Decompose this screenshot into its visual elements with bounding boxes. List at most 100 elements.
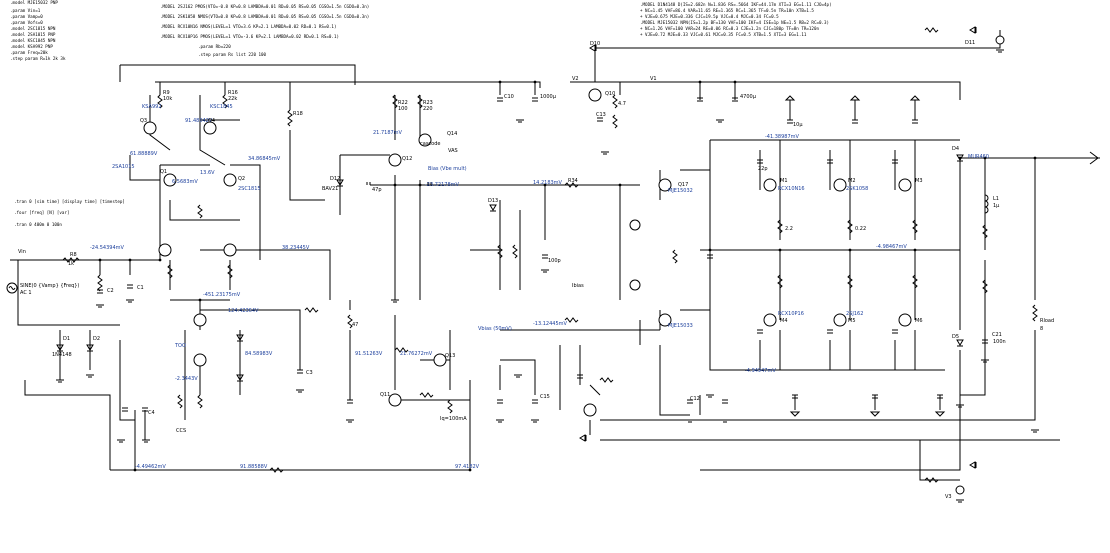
header-line: .param Freq=20k [10, 50, 48, 55]
vin-sine-label: SINE(0 {Vamp} {Freq}) [20, 283, 79, 289]
supply-sources [955, 35, 1005, 495]
node-voltage: 91.48042V [185, 118, 213, 124]
part-value: MUR460 [968, 154, 989, 160]
designator: R23 [423, 100, 433, 106]
designator: D1 [63, 336, 70, 342]
right-header-line: .MODEL MJE15032 NPN(IS=1.2p BF=130 VAF=1… [640, 20, 829, 25]
node-voltage: -2.3443V [175, 376, 198, 382]
part-value: 1000µ [540, 94, 557, 100]
designator: Q3 [140, 118, 147, 124]
directive: .tran 0 400m 0 100n [14, 222, 62, 227]
right-header-line: + VJE=0.675 MJE=0.336 CJC=19.5p VJC=0.4 … [640, 14, 779, 19]
wires-output-stage [600, 100, 1100, 481]
part-value: 22p [758, 166, 768, 172]
transistors [143, 88, 912, 417]
node-voltage-labels: 61.88889V 13.6V 34.86845mV 91.48042V 6.5… [90, 118, 907, 470]
part-value: MJE15032 [668, 188, 693, 194]
part-value: 22k [228, 96, 237, 102]
header-line: .model 2SC1815 NPN [10, 26, 56, 31]
header-line: .param Vamp=0 [10, 14, 43, 19]
part-value: 2SK1058 [846, 186, 868, 192]
designator: D11 [965, 40, 975, 46]
right-header-line: + VJE=0.72 MJE=0.33 VJC=0.61 MJC=0.35 FC… [640, 32, 807, 37]
node-voltage: 13.6V [200, 170, 215, 176]
node-voltage: -4.94947mV [745, 368, 776, 374]
header-line: .param Vin=1 [10, 8, 41, 13]
node-voltage: -13.12445mV [533, 321, 568, 327]
header-line: .param Vofs=0 [10, 20, 43, 25]
node-voltage: -23.72178mV [425, 182, 460, 188]
node-voltage: 34.86845mV [248, 156, 281, 162]
designator: C2 [107, 288, 114, 294]
header-line: .model KSC1845 NPN [10, 38, 56, 43]
designator: M2 [848, 178, 856, 184]
designator: Q17 [678, 182, 688, 188]
node-voltage: -4.49462mV [135, 464, 166, 470]
designator: D13 [488, 198, 498, 204]
designator: C13 [596, 112, 606, 118]
designator: Q11 [380, 392, 390, 398]
part-value: KSC1845 [210, 104, 233, 110]
designator: V2 [572, 76, 579, 82]
part-value: BAV21 [322, 186, 338, 192]
designator: M5 [848, 318, 856, 324]
node-voltage: 14.2183mV [533, 180, 563, 186]
designator: D4 [952, 146, 959, 152]
note: cascode [420, 141, 440, 147]
vin-source[interactable] [6, 282, 18, 294]
part-value: 1µ [993, 203, 1000, 209]
node-voltage: 21.76272mV [400, 351, 433, 357]
part-value: 2SJ162 [846, 311, 863, 317]
header-line: .model 2SA1015 PNP [10, 32, 56, 37]
resistors [62, 27, 1038, 483]
param-line: .param Rb=220 [198, 44, 231, 49]
note: Ibias [572, 283, 584, 289]
note: Vbias (50mV) [478, 326, 512, 332]
note: CCS [176, 428, 186, 434]
component-designators: V2 V1 V3 R8 R9 R16 R18 R22 R23 R34 Q3 Q4… [63, 40, 1054, 500]
right-header-line: + NC=1.26 VAF=100 VAR=24 RE=0.06 RC=0.3 … [640, 26, 819, 31]
designator: C3 [306, 370, 313, 376]
wires-input-stage [10, 82, 470, 471]
note: TOO [174, 343, 186, 349]
note: VAS [448, 148, 458, 154]
model-line: .MODEL RCX10P16 PMOS(LEVEL=1 VTO=-3.6 KP… [160, 34, 339, 39]
header-line: .step param R=1k 2k 3k [10, 56, 66, 61]
designator: Q2 [238, 176, 245, 182]
capacitors [97, 97, 988, 412]
node-voltage: 21.7187mV [373, 130, 403, 136]
part-value: 47 [352, 322, 358, 328]
directive: .tran 0 [sim time] [display time] [times… [14, 199, 125, 204]
designator: V3 [945, 494, 952, 500]
designator: Q14 [447, 131, 457, 137]
param-line: .step param Rs list 220 100 [198, 52, 267, 57]
designator: Q4 [208, 118, 215, 124]
designator: R34 [568, 178, 578, 184]
note: Iq=100mA [440, 416, 467, 422]
node-voltage: 91.51263V [355, 351, 383, 357]
designator: Q12 [402, 156, 412, 162]
part-value: KSA992 [142, 104, 162, 110]
part-value: 4700µ [740, 94, 757, 100]
designator: M4 [780, 318, 788, 324]
part-value: 2SC1815 [238, 186, 261, 192]
part-value: 4.7 [618, 101, 626, 107]
directive: .four [freq] [N] [var] [14, 210, 69, 215]
annotation-notes: Bias (Vbe mult) Vbias (50mV) cascode CCS… [174, 141, 584, 434]
node-voltage: 91.88588V [240, 464, 268, 470]
designator: C21 [992, 332, 1002, 338]
node-voltage: 97.4182V [455, 464, 480, 470]
designator: Q10 [605, 91, 615, 97]
header-text: .model MJE15032 PNP .param Vin=1 .param … [10, 0, 832, 227]
part-value: 1N4148 [52, 352, 72, 358]
right-header-line: + NC=1.45 VAF=86.4 VAR=11.65 RE=1.365 RC… [640, 8, 814, 13]
designator: D5 [952, 334, 959, 340]
designator: R8 [70, 252, 77, 258]
designator: D10 [590, 41, 600, 47]
designator: M6 [915, 318, 923, 324]
part-value: 2.2 [785, 226, 793, 232]
designator: D2 [93, 336, 100, 342]
designator: Rload [1040, 318, 1054, 324]
